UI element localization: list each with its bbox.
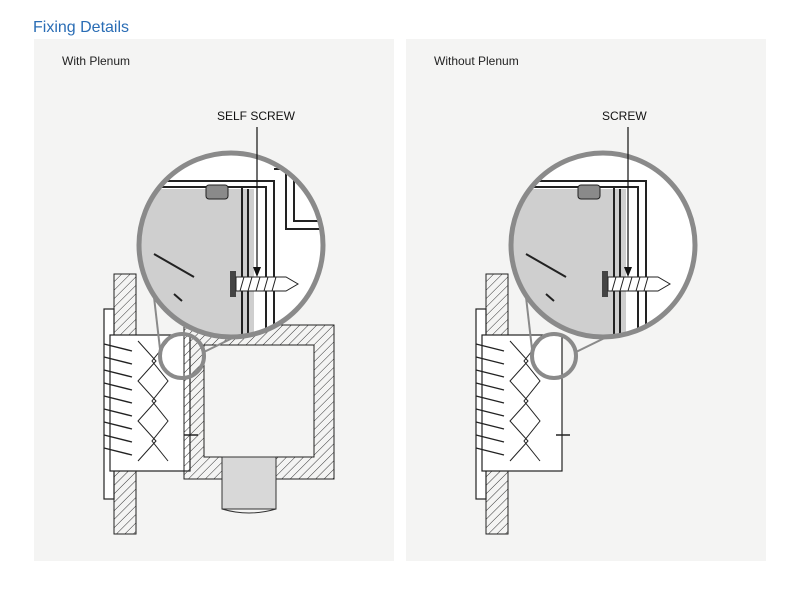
- magnifier-ring: [136, 150, 326, 340]
- with-plenum-diagram: SELF SCREW: [103, 109, 335, 535]
- damper-links: [137, 340, 157, 462]
- detail-ring: [158, 332, 206, 380]
- panel-label-with-plenum: With Plenum: [62, 54, 131, 68]
- plenum-duct: [221, 456, 277, 510]
- damper-links: [509, 340, 529, 462]
- panel-without-plenum: Without Plenum: [406, 39, 766, 561]
- callout-self-screw: SELF SCREW: [217, 109, 296, 123]
- page-title: Fixing Details: [33, 19, 130, 36]
- damper-links-2: [523, 340, 541, 462]
- grille-blades: [475, 343, 505, 456]
- callout-screw: SCREW: [602, 109, 647, 123]
- grille-body: [109, 334, 191, 472]
- grille-body: [481, 334, 563, 472]
- magnifier-ring: [508, 150, 698, 340]
- damper-links-2: [151, 340, 169, 462]
- plenum-box: [183, 324, 335, 480]
- panel-label-without-plenum: Without Plenum: [434, 54, 519, 68]
- panel-with-plenum: With Plenum: [34, 39, 394, 561]
- grille-blades: [103, 343, 133, 456]
- detail-ring: [530, 332, 578, 380]
- without-plenum-diagram: SCREW: [475, 109, 698, 535]
- magnified-detail: [511, 180, 671, 337]
